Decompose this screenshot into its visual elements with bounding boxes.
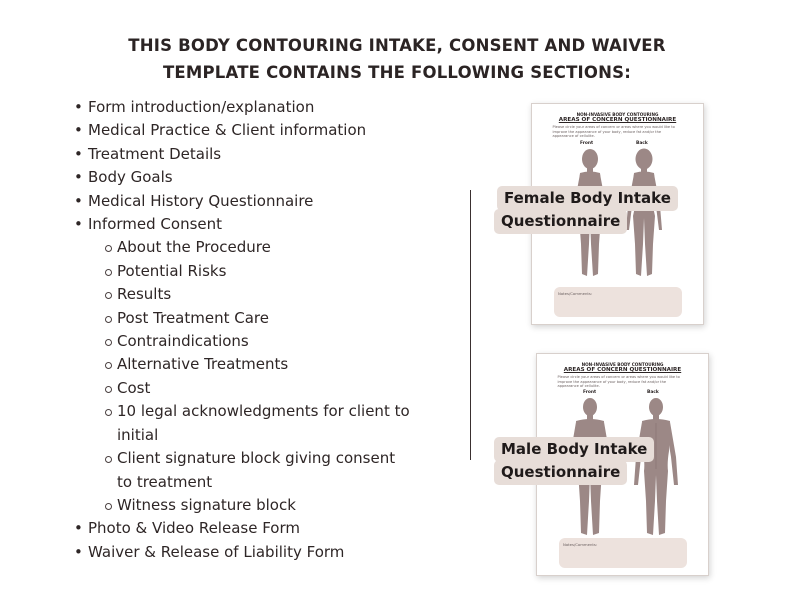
title-line-1: THIS BODY CONTOURING INTAKE, CONSENT AND… — [128, 36, 666, 55]
sub-list-item: Potential Risks — [88, 260, 432, 283]
sections-list: Form introduction/explanation Medical Pr… — [72, 96, 432, 565]
sub-list-item: About the Procedure — [88, 236, 432, 259]
list-item-informed-consent: Informed Consent About the Procedure Pot… — [72, 213, 432, 517]
title-line-2: TEMPLATE CONTAINS THE FOLLOWING SECTIONS… — [162, 63, 632, 82]
front-label: Front — [580, 141, 594, 146]
male-intake-tag-line-2: Questionnaire — [494, 460, 628, 485]
list-item: Waiver & Release of Liability Form — [72, 541, 432, 565]
notes-box: Notes/Comments: — [559, 538, 687, 568]
page-title: THIS BODY CONTOURING INTAKE, CONSENT AND… — [0, 32, 794, 86]
preview-description: Please circle your areas of concern or a… — [552, 125, 675, 139]
sub-list-item: Alternative Treatments — [88, 353, 432, 376]
male-back-figure-icon — [634, 398, 678, 535]
preview-heading: AREAS OF CONCERN QUESTIONNAIRE — [558, 117, 677, 123]
female-back-figure-icon — [626, 148, 662, 276]
sub-list-item: Cost — [88, 377, 432, 400]
list-item: Treatment Details — [72, 143, 432, 167]
notes-label: Notes/Comments: — [558, 291, 593, 296]
sub-list-item: Results — [88, 283, 432, 306]
back-label: Back — [636, 141, 648, 146]
sub-list-item: Client signature block giving consent to… — [88, 447, 432, 494]
notes-label: Notes/Comments: — [563, 542, 598, 547]
back-label: Back — [647, 390, 659, 395]
notes-box: Notes/Comments: — [554, 287, 682, 317]
list-item: Medical Practice & Client information — [72, 119, 432, 143]
female-intake-tag-line-1: Female Body Intake — [497, 186, 678, 211]
female-intake-tag-line-2: Questionnaire — [494, 209, 628, 234]
sub-list-item: Post Treatment Care — [88, 307, 432, 330]
list-item-label: Informed Consent — [88, 215, 223, 234]
male-intake-tag-line-1: Male Body Intake — [494, 437, 655, 462]
sub-list-item: Witness signature block — [88, 494, 432, 517]
sub-list-item: 10 legal acknowledgments for client to i… — [88, 400, 432, 447]
preview-description: Please circle your areas of concern or a… — [557, 375, 680, 389]
vertical-divider — [470, 190, 471, 460]
list-item: Form introduction/explanation — [72, 96, 432, 120]
sub-list-item: Contraindications — [88, 330, 432, 353]
list-item: Photo & Video Release Form — [72, 517, 432, 541]
front-label: Front — [583, 390, 597, 395]
consent-subsections-list: About the Procedure Potential Risks Resu… — [88, 236, 432, 517]
preview-kicker: NON-INVASIVE BODY CONTOURING — [581, 362, 664, 367]
list-item: Medical History Questionnaire — [72, 190, 432, 214]
preview-kicker: NON-INVASIVE BODY CONTOURING — [576, 112, 659, 117]
preview-heading: AREAS OF CONCERN QUESTIONNAIRE — [563, 367, 682, 373]
list-item: Body Goals — [72, 166, 432, 190]
